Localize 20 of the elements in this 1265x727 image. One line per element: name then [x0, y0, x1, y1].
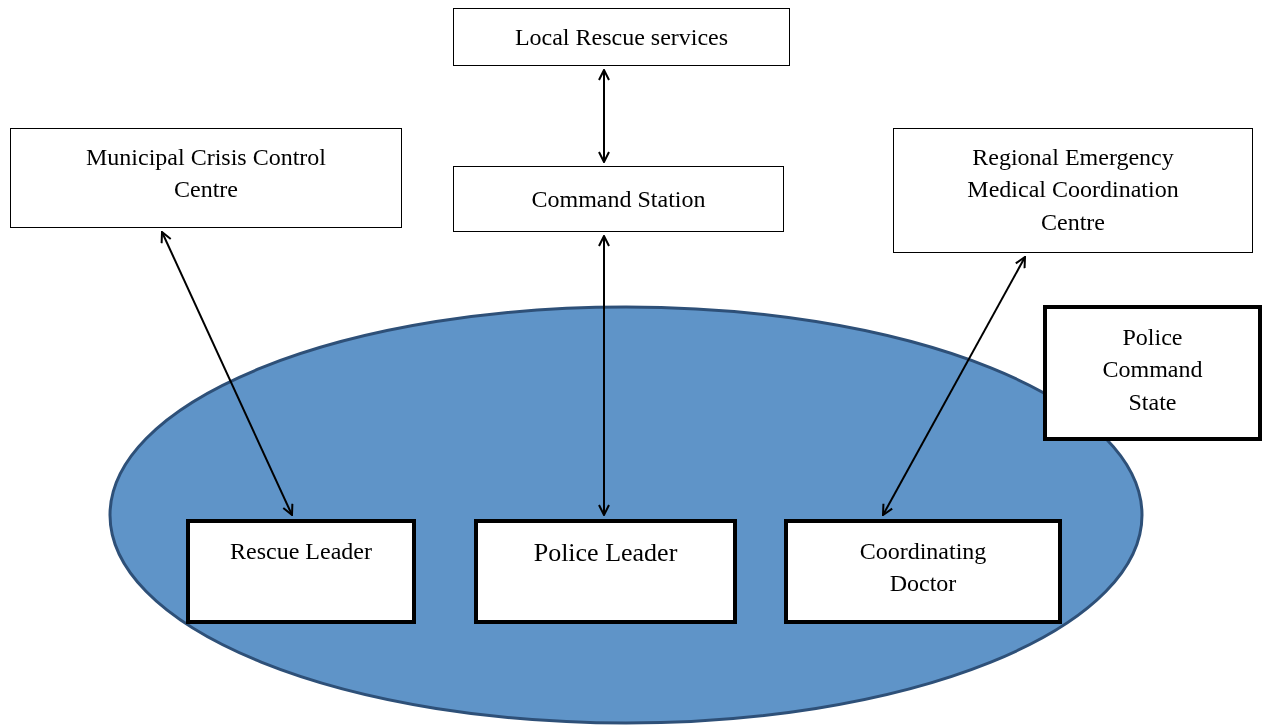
text-box: [784, 519, 1062, 624]
node-label: Municipal Crisis Control Centre: [85, 143, 327, 205]
text-box: [186, 519, 416, 624]
double-arrow: [598, 69, 610, 163]
node-label: Command Station: [531, 184, 706, 214]
text-box: [453, 8, 790, 66]
node-label: Coordinating Doctor: [858, 537, 988, 599]
text-box: [474, 519, 737, 624]
node-label: Police Leader: [533, 537, 678, 569]
text-box: [10, 128, 402, 228]
text-box: [893, 128, 1253, 253]
node-label: Rescue Leader: [230, 537, 372, 566]
node-label: Regional Emergency Medical Coordination Centre: [966, 143, 1180, 237]
double-arrow: [160, 231, 294, 516]
text-box: [1043, 305, 1262, 441]
text-box: [453, 166, 784, 232]
double-arrow: [598, 235, 610, 516]
double-arrow: [882, 256, 1026, 516]
node-label: Police Command State: [1101, 323, 1204, 417]
node-label: Local Rescue services: [514, 22, 729, 52]
